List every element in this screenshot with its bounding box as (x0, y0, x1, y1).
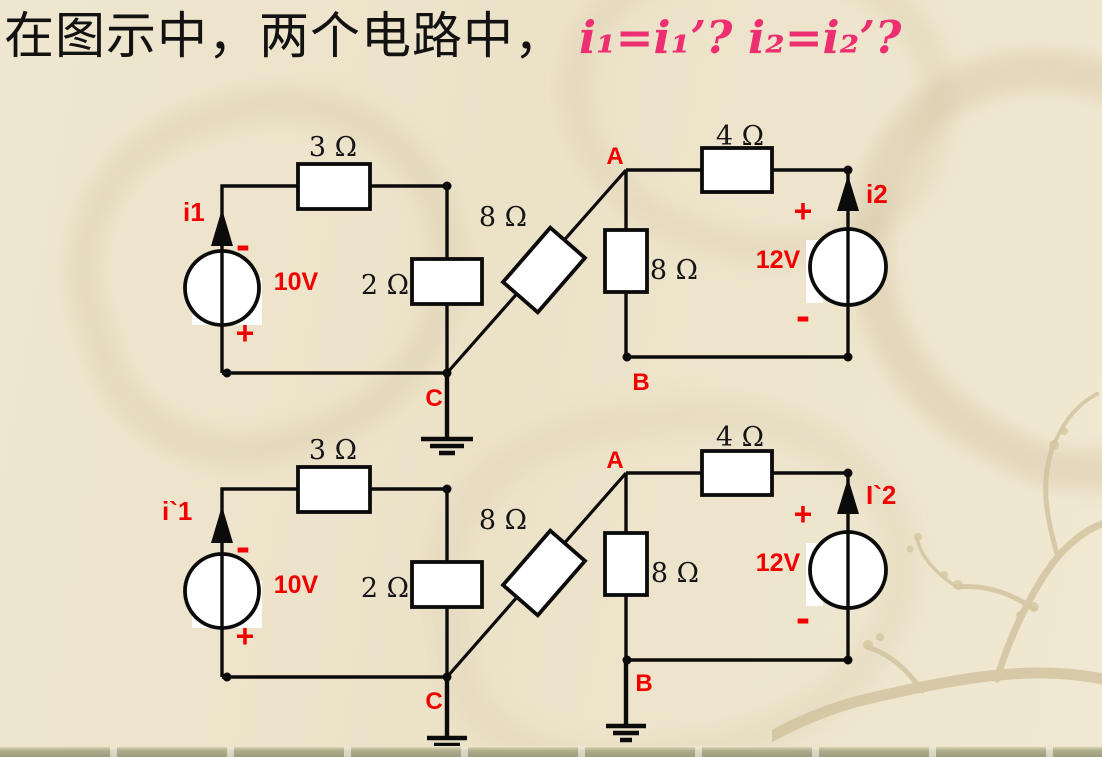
resistor-2ohm-box (410, 560, 484, 609)
current-label-i1-prime: i`1 (162, 496, 192, 526)
ground-symbol-node-c (421, 375, 473, 456)
source-label-10v: 10V (274, 268, 319, 296)
resistor-label-4ohm: 4 Ω (716, 121, 764, 152)
slide-edge-strip (0, 746, 1102, 757)
resistor-label-8ohm-vertical: 8 Ω (651, 558, 699, 589)
question-text-math: i₁=i₁’? i₂=i₂’? (579, 11, 902, 64)
polarity-plus-right: + (794, 496, 813, 532)
polarity-minus-left: - (236, 221, 250, 268)
ground-symbol-node-c (427, 679, 467, 755)
resistor-label-4ohm: 4 Ω (716, 422, 764, 453)
current-label-i2: i2 (866, 179, 888, 209)
polarity-plus-right: + (794, 193, 813, 229)
slide-title: 在图示中，两个电路中， i₁=i₁’? i₂=i₂’? (4, 0, 901, 68)
resistor-label-2ohm: 2 Ω (361, 573, 409, 604)
resistor-label-3ohm: 3 Ω (309, 132, 357, 163)
circuit-top: 3 Ω 2 Ω 8 Ω 8 Ω 4 Ω i1 - 10V + C A B i2 … (183, 121, 888, 456)
node-dot (222, 672, 232, 682)
current-arrow-i2-prime (837, 478, 859, 514)
resistor-8ohm-diagonal-box (500, 528, 588, 618)
current-label-i1: i1 (183, 197, 205, 227)
question-text-chinese: 在图示中，两个电路中， (4, 8, 565, 64)
node-dot-b (622, 352, 632, 362)
node-dot-c (442, 672, 452, 682)
polarity-plus-left: + (236, 618, 255, 654)
node-dot-b (622, 655, 632, 665)
resistor-3ohm-box (296, 465, 372, 514)
source-label-12v: 12V (756, 246, 801, 274)
source-label-12v: 12V (756, 549, 801, 577)
current-arrow-i1 (211, 209, 233, 246)
node-label-a: A (606, 447, 623, 474)
ground-symbol-node-b (606, 662, 646, 743)
node-label-b: B (635, 670, 652, 697)
polarity-plus-left: + (236, 315, 255, 351)
current-label-i2-prime: I`2 (866, 480, 896, 510)
polarity-minus-right: - (796, 594, 810, 641)
resistor-4ohm-box (700, 449, 774, 497)
resistor-label-8ohm-diagonal: 8 Ω (479, 505, 527, 536)
resistor-label-2ohm: 2 Ω (361, 270, 409, 301)
resistor-label-8ohm-vertical: 8 Ω (650, 255, 698, 286)
resistor-label-3ohm: 3 Ω (309, 435, 357, 466)
source-label-10v: 10V (274, 571, 319, 599)
node-dot (843, 655, 853, 665)
resistor-8ohm-vertical-box (603, 531, 649, 597)
current-arrow-i2 (837, 175, 859, 211)
resistor-3ohm-box (296, 162, 372, 211)
node-dot (843, 468, 853, 478)
node-dot (843, 165, 853, 175)
resistor-label-8ohm-diagonal: 8 Ω (479, 202, 527, 233)
node-dot (843, 352, 853, 362)
node-label-a: A (606, 143, 623, 170)
polarity-minus-right: - (796, 292, 810, 339)
resistor-4ohm-box (700, 146, 774, 194)
node-dot-c (442, 368, 452, 378)
node-label-b: B (632, 369, 649, 396)
resistor-2ohm-box (410, 257, 484, 306)
node-dot (442, 181, 452, 191)
node-dot (222, 368, 232, 378)
current-arrow-i1-prime (211, 506, 233, 543)
node-label-c: C (425, 385, 442, 412)
polarity-minus-left: - (236, 523, 250, 570)
node-label-c: C (425, 688, 442, 715)
node-dot (442, 484, 452, 494)
resistor-8ohm-diagonal-box (500, 225, 588, 315)
resistor-8ohm-vertical-box (603, 228, 649, 294)
circuit-bottom: 3 Ω 2 Ω 8 Ω 8 Ω 4 Ω i`1 - 10V + C A B I`… (162, 422, 896, 755)
